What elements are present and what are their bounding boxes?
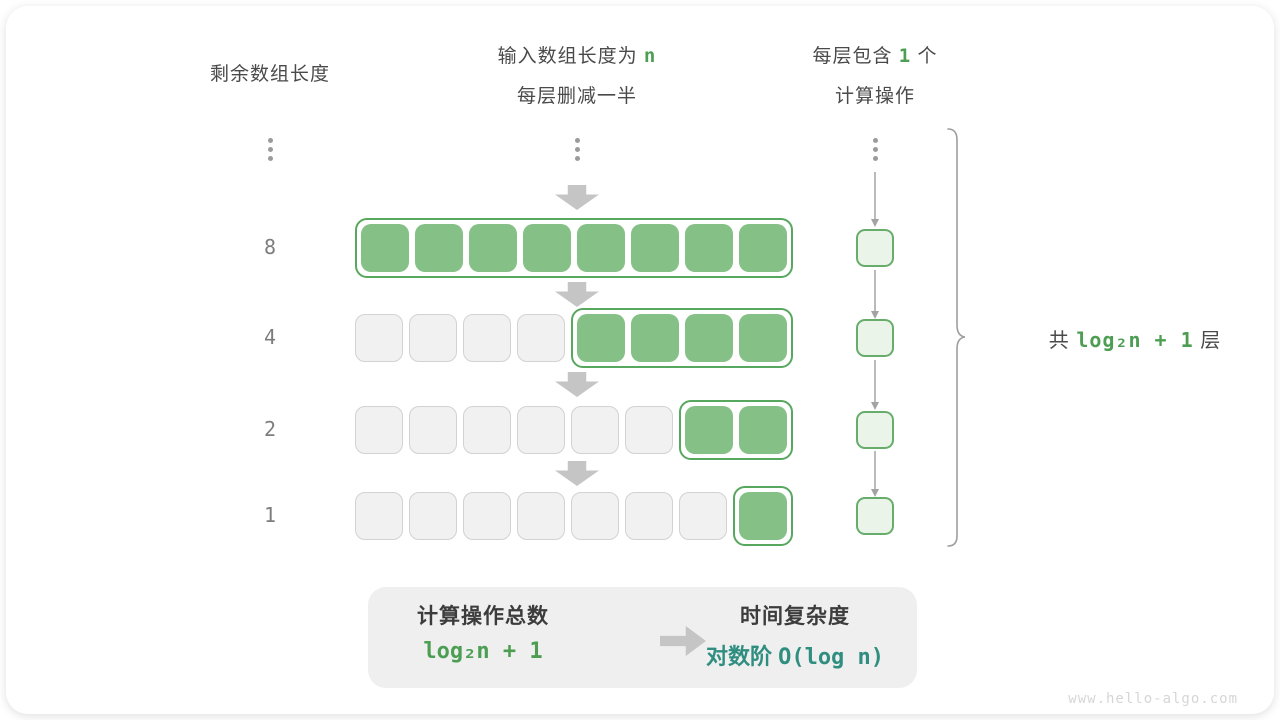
ellipsis-dots-left: [267, 138, 273, 161]
array-cell-active: [577, 314, 625, 362]
header-left-text: 剩余数组长度: [209, 64, 330, 85]
summary-panel: 计算操作总数 log₂n + 1 时间复杂度 对数阶 O(log n): [368, 587, 917, 688]
operation-box: [856, 319, 894, 357]
operation-box: [856, 411, 894, 449]
array-cell-discarded: [463, 406, 511, 454]
header-middle-line1: 输入数组长度为 n: [407, 36, 747, 77]
op-arrowhead-icon: [871, 489, 879, 497]
header-middle-n-value: n: [643, 45, 657, 67]
array-cell-active: [739, 224, 787, 272]
array-cell-discarded: [679, 492, 727, 540]
array-cell-active: [631, 314, 679, 362]
array-cell-discarded: [355, 492, 403, 540]
header-right-count-value: 1: [898, 45, 912, 67]
summary-right: 时间复杂度 对数阶 O(log n): [690, 600, 900, 671]
op-arrowhead-icon: [871, 219, 879, 227]
layer-count-label: 共 log₂n + 1 层: [1000, 324, 1270, 353]
array-cell-active: [577, 224, 625, 272]
array-cell-active: [685, 224, 733, 272]
active-subarray-window: [355, 218, 793, 278]
summary-right-title: 时间复杂度: [740, 605, 850, 628]
column-header-input-array: 输入数组长度为 n 每层删减一半: [407, 36, 747, 117]
summary-right-bigO: O(log n): [778, 645, 885, 670]
brace-suffix: 层: [1200, 330, 1222, 352]
array-cell-discarded: [355, 406, 403, 454]
header-right-line2: 计算操作: [725, 77, 1025, 117]
header-middle-line2: 每层删减一半: [407, 77, 747, 117]
header-middle-line2-text: 每层删减一半: [516, 86, 637, 107]
array-cell-discarded: [409, 314, 457, 362]
array-row: [355, 400, 793, 460]
array-cell-discarded: [517, 492, 565, 540]
column-header-operations: 每层包含 1 个 计算操作: [725, 36, 1025, 117]
header-middle-prefix: 输入数组长度为: [497, 46, 638, 67]
operation-box: [856, 229, 894, 267]
header-right-line2-text: 计算操作: [834, 86, 915, 107]
summary-left-title: 计算操作总数: [417, 605, 549, 628]
array-cell-discarded: [625, 406, 673, 454]
row-label: 1: [263, 503, 277, 527]
row-label: 2: [263, 417, 277, 441]
array-cell-active: [631, 224, 679, 272]
array-row: [355, 486, 793, 546]
array-cell-discarded: [517, 406, 565, 454]
curly-brace: [947, 128, 966, 547]
array-cell-active: [361, 224, 409, 272]
array-cell-discarded: [625, 492, 673, 540]
array-cell-discarded: [409, 492, 457, 540]
array-cell-active: [415, 224, 463, 272]
operation-box: [856, 497, 894, 535]
brace-formula: log₂n + 1: [1076, 328, 1194, 352]
summary-right-formula: 对数阶 O(log n): [690, 639, 900, 671]
array-cell-active: [685, 314, 733, 362]
column-header-remaining-length: 剩余数组长度: [170, 55, 370, 95]
header-right-prefix: 每层包含: [812, 46, 893, 67]
array-cell-active: [739, 492, 787, 540]
active-subarray-window: [679, 400, 793, 460]
watermark: www.hello-algo.com: [1068, 691, 1238, 707]
active-subarray-window: [733, 486, 793, 546]
active-subarray-window: [571, 308, 793, 368]
array-cell-discarded: [463, 492, 511, 540]
array-row: [355, 218, 793, 278]
array-cell-discarded: [355, 314, 403, 362]
row-label: 4: [263, 325, 277, 349]
array-cell-active: [685, 406, 733, 454]
ellipsis-dots-middle: [574, 138, 580, 161]
op-flow-arrows: [871, 172, 879, 497]
header-right-suffix: 个: [917, 46, 938, 67]
array-cell-active: [739, 314, 787, 362]
summary-left: 计算操作总数 log₂n + 1: [388, 600, 578, 664]
op-arrowhead-icon: [871, 402, 879, 410]
array-cell-discarded: [571, 406, 619, 454]
array-row: [355, 308, 793, 368]
array-cell-discarded: [571, 492, 619, 540]
header-right-line1: 每层包含 1 个: [725, 36, 1025, 77]
array-cell-active: [469, 224, 517, 272]
op-arrowhead-icon: [871, 311, 879, 319]
array-cell-discarded: [409, 406, 457, 454]
summary-right-prefix: 对数阶: [705, 644, 772, 669]
array-cell-discarded: [463, 314, 511, 362]
array-cell-discarded: [517, 314, 565, 362]
array-cell-active: [739, 406, 787, 454]
row-label: 8: [263, 235, 277, 259]
array-cell-active: [523, 224, 571, 272]
ellipsis-dots-right: [872, 138, 878, 161]
summary-left-formula: log₂n + 1: [423, 639, 543, 664]
brace-prefix: 共: [1048, 330, 1070, 352]
